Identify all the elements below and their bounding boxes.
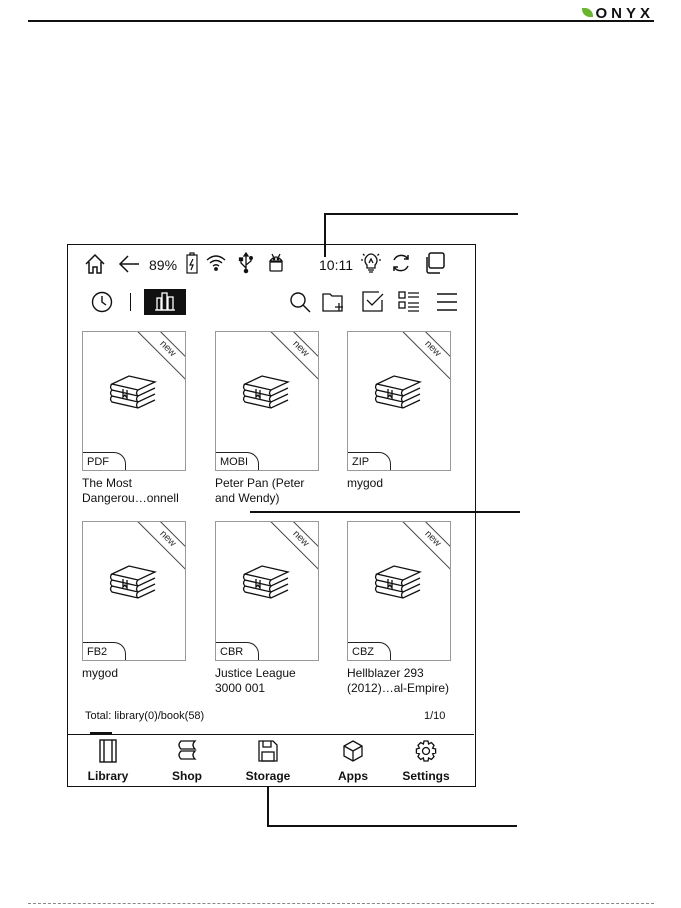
menu-icon[interactable] [436,292,458,312]
nav-apps[interactable]: Apps [313,739,393,785]
view-mode-icon[interactable] [398,291,420,313]
title-line-1: Hellblazer 293 [347,666,457,681]
book-title[interactable]: mygod [82,666,192,681]
book-title[interactable]: Hellblazer 293(2012)…al-Empire) [347,666,457,696]
book-stack-icon [109,562,159,608]
book-cover[interactable]: new CBZ [347,521,451,661]
nav-shop[interactable]: Shop [147,739,227,785]
nav-label: Shop [147,769,227,783]
title-line-1: Peter Pan (Peter [215,476,325,491]
toolbar-separator [130,293,131,311]
library-shelf-icon[interactable] [144,289,186,315]
title-line-2: 3000 001 [215,681,325,696]
search-icon[interactable] [289,291,311,313]
nav-divider [68,734,474,735]
device-screen: 89% 10:11 new PDF [67,244,476,787]
library-icon [98,739,118,763]
title-line-2: (2012)…al-Empire) [347,681,457,696]
battery-percentage: 89% [149,256,177,274]
library-total: Total: library(0)/book(58) [85,710,204,722]
nav-settings[interactable]: Settings [386,739,466,785]
leaf-icon [582,8,593,17]
book-cover[interactable]: new FB2 [82,521,186,661]
header-rule [28,20,654,22]
book-stack-icon [374,562,424,608]
multitask-icon[interactable] [423,252,445,274]
callout-nav-horizontal [267,825,517,827]
multi-select-icon[interactable] [362,291,384,313]
storage-icon [257,739,279,763]
book-cover[interactable]: new ZIP [347,331,451,471]
android-icon [266,252,286,274]
shop-icon [176,739,198,763]
book-cover[interactable]: new MOBI [215,331,319,471]
page-bottom-rule [28,903,654,904]
format-tag: ZIP [347,452,391,471]
nav-label: Apps [313,769,393,783]
format-tag: PDF [82,452,126,471]
wifi-icon [205,254,227,272]
apps-icon [342,739,364,763]
book-stack-icon [242,372,292,418]
callout-status-horizontal [324,213,518,215]
usb-icon [238,252,254,274]
new-folder-icon[interactable] [322,291,346,313]
battery-charging-icon [186,252,198,274]
nav-library[interactable]: Library [68,739,148,785]
book-cover[interactable]: new PDF [82,331,186,471]
page-indicator: 1/10 [424,710,445,722]
title-line-1: Justice League [215,666,325,681]
settings-icon [415,739,437,763]
nav-label: Settings [386,769,466,783]
format-tag: MOBI [215,452,259,471]
book-stack-icon [109,372,159,418]
nav-storage[interactable]: Storage [228,739,308,785]
book-stack-icon [374,372,424,418]
frontlight-icon[interactable] [360,251,382,275]
format-tag: CBZ [347,642,391,661]
title-line-1: The Most [82,476,192,491]
title-line-2: Dangerou…onnell [82,491,192,506]
recent-clock-icon[interactable] [91,291,113,313]
nav-active-indicator [90,732,112,735]
book-title[interactable]: mygod [347,476,457,491]
callout-nav-vertical [267,787,269,827]
clock-time: 10:11 [319,256,353,274]
back-arrow-icon[interactable] [118,254,140,274]
nav-label: Library [68,769,148,783]
title-line-1: mygod [82,666,192,681]
format-tag: CBR [215,642,259,661]
title-line-2: and Wendy) [215,491,325,506]
refresh-icon[interactable] [390,252,412,274]
book-stack-icon [242,562,292,608]
format-tag: FB2 [82,642,126,661]
book-cover[interactable]: new CBR [215,521,319,661]
nav-label: Storage [228,769,308,783]
home-icon[interactable] [84,253,106,275]
title-line-1: mygod [347,476,457,491]
